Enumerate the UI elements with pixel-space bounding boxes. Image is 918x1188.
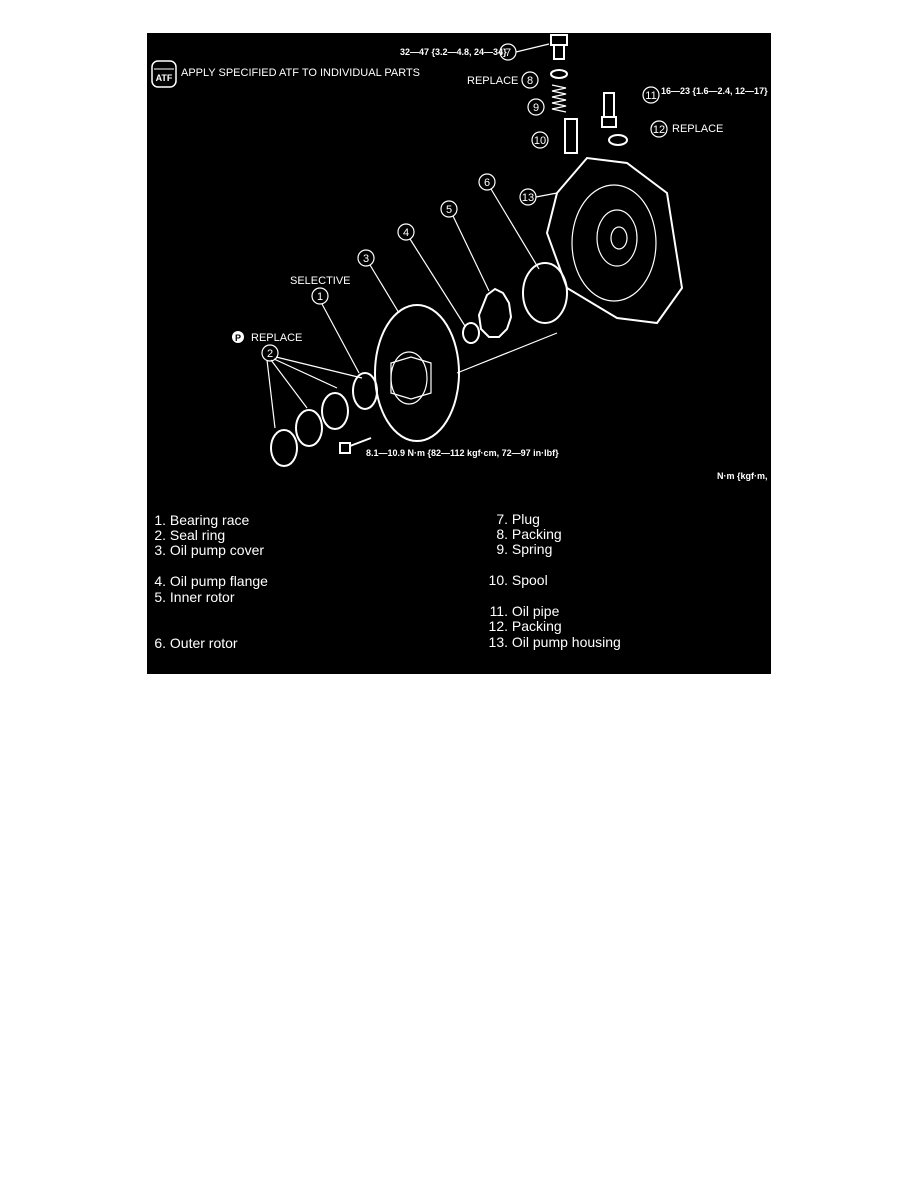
legend-item-7: 7. Plug [496,511,540,527]
legend-item-2: 2. Seal ring [154,527,226,543]
legend-item-6: 6. Outer rotor [154,635,238,651]
callout-12: 12 [653,124,665,136]
callout-8-circle [521,71,539,89]
legend-item-11: 11. Oil pipe [489,603,560,619]
spring-part [551,84,567,113]
callout-3-circle [357,249,375,267]
oil-pump-housing-part [545,156,684,325]
callout-1-circle [311,287,329,305]
exploded-view-diagram: ATF APPLY SPECIFIED ATF TO INDIVIDUAL PA… [151,34,768,481]
callout-9: 9 [533,102,539,114]
legend-item-5: 5. Inner rotor [154,589,235,605]
legend-item-13: 13. Oil pump housing [488,634,621,650]
diagram-panel: ATF APPLY SPECIFIED ATF TO INDIVIDUAL PA… [147,33,771,674]
legend-item-10: 10. Spool [488,572,548,588]
oil-pump-flange-part [462,322,480,344]
bearing-race-part [352,372,378,410]
callout-2-circle [261,344,279,362]
atf-note: APPLY SPECIFIED ATF TO INDIVIDUAL PARTS [181,67,420,79]
oil-pump-cover-part [374,304,460,442]
replace-8: REPLACE [467,75,518,87]
callout-10-circle [531,131,549,149]
callout-6: 6 [484,177,490,189]
legend-item-3: 3. Oil pump cover [154,542,265,558]
legend-item-1: 1. Bearing race [154,512,250,528]
callout-11: 11 [645,90,656,102]
callout-4: 4 [403,227,409,239]
replace-12: REPLACE [672,123,723,135]
torque-7: 32—47 {3.2—4.8, 24—34} [400,47,507,57]
packing-12-part [608,134,628,146]
callout-6-circle [478,173,496,191]
legend-item-4: 4. Oil pump flange [154,573,268,589]
outer-rotor-part [522,262,568,324]
callout-1: 1 [317,291,323,303]
callout-13: 13 [522,192,534,204]
selective-label: SELECTIVE [290,275,351,287]
torque-11: 16—23 {1.6—2.4, 12—17} [661,86,768,96]
oil-pipe-part [601,92,617,128]
callout-12-circle [650,120,668,138]
bolt-part [339,437,372,454]
callout-8: 8 [527,75,533,87]
p-badge-label: P [235,333,241,343]
callout-11-circle [642,86,660,104]
legend-item-8: 8. Packing [496,526,562,542]
inner-rotor-part [477,287,513,338]
torque-bolt: 8.1—10.9 N·m {82—112 kgf·cm, 72—97 in·lb… [366,448,559,458]
seal-ring-part [270,429,298,467]
replace-2: REPLACE [251,332,302,344]
seal-ring-part [295,409,323,447]
legend-item-9: 9. Spring [496,541,553,557]
atf-badge-label: ATF [156,73,173,83]
callout-4-circle [397,223,415,241]
atf-badge-icon: ATF [151,60,177,88]
callout-10: 10 [534,135,546,147]
legend-item-12: 12. Packing [488,618,562,634]
seal-ring-part [321,392,349,430]
callout-5: 5 [446,204,452,216]
callout-5-circle [440,200,458,218]
packing-8-part [550,69,568,79]
parts-legend: 1. Bearing race 2. Seal ring 3. Oil pump… [147,510,771,674]
callout-2: 2 [267,348,273,360]
spool-part [564,118,578,154]
callout-9-circle [527,98,545,116]
callout-7: 7 [505,47,511,59]
plug-part [550,34,568,60]
p-badge-icon [232,331,244,343]
units-note: N·m {kgf·m, [717,471,768,481]
callout-3: 3 [363,253,369,265]
